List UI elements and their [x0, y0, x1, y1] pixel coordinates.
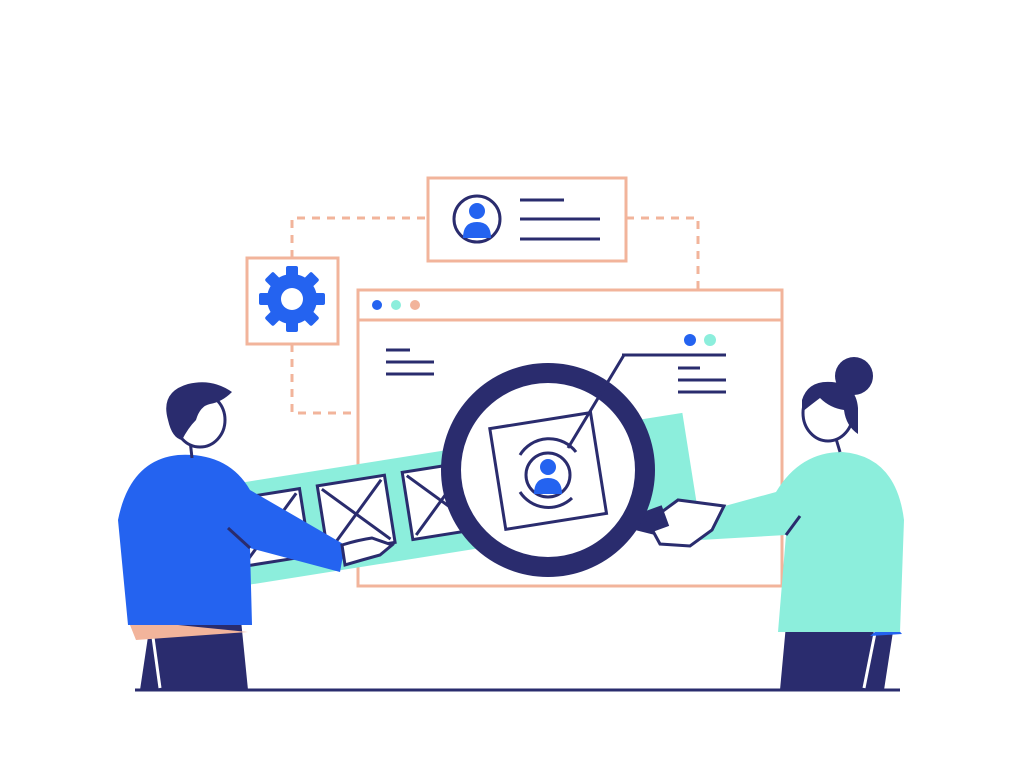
window-dot-blue [372, 300, 382, 310]
window-dot-mint [391, 300, 401, 310]
dashed-connectors [290, 216, 700, 415]
user-profile-icon [452, 194, 502, 244]
woman-figure [642, 357, 904, 690]
profile-text-lines [520, 198, 600, 241]
profile-card [426, 176, 628, 263]
window-text-lines-left [386, 348, 434, 376]
settings-card [245, 256, 340, 346]
gear-icon [259, 266, 325, 332]
man-figure [118, 382, 395, 690]
magnifying-glass-icon [441, 353, 696, 577]
window-dot-salmon [410, 300, 420, 310]
